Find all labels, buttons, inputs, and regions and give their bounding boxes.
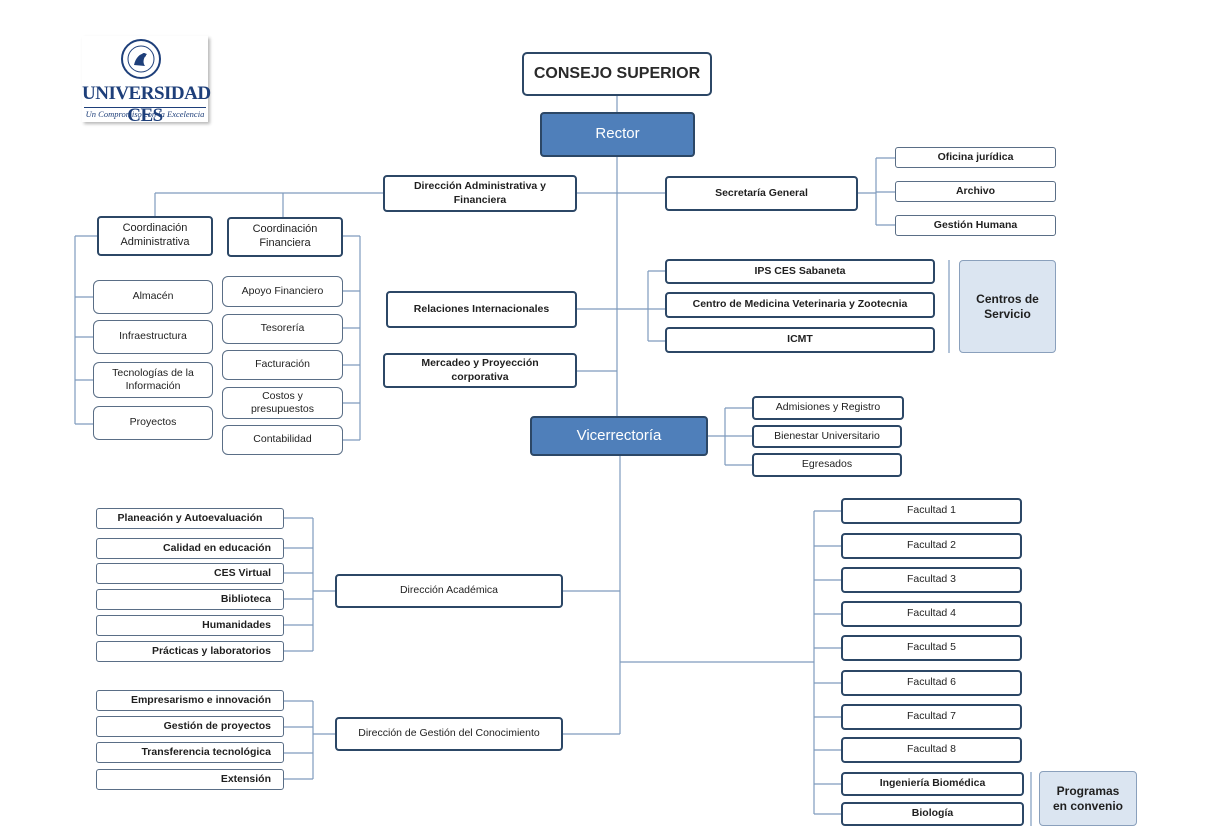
- programas-en-convenio-group: Programas en convenio: [1039, 771, 1137, 826]
- admin-item-proyectos: Proyectos: [93, 406, 213, 440]
- conocimiento-item-extension: Extensión: [96, 769, 284, 790]
- facultad-4-box: Facultad 4: [841, 601, 1022, 627]
- convenio-ingenieria-biomedica: Ingeniería Biomédica: [841, 772, 1024, 796]
- facultad-6-box: Facultad 6: [841, 670, 1022, 696]
- centros-de-servicio-group: Centros de Servicio: [959, 260, 1056, 353]
- direccion-gestion-conocimiento-box: Dirección de Gestión del Conocimiento: [335, 717, 563, 751]
- conocimiento-item-gestion-proyectos: Gestión de proyectos: [96, 716, 284, 737]
- direccion-academica-box: Dirección Académica: [335, 574, 563, 608]
- fin-item-costos: Costos y presupuestos: [222, 387, 343, 419]
- secretaria-item-oficina-juridica: Oficina jurídica: [895, 147, 1056, 168]
- facultad-2-box: Facultad 2: [841, 533, 1022, 559]
- facultad-3-box: Facultad 3: [841, 567, 1022, 593]
- secretaria-general-box: Secretaría General: [665, 176, 858, 211]
- servicio-ips-ces-sabaneta: IPS CES Sabaneta: [665, 259, 935, 284]
- vice-item-admisiones: Admisiones y Registro: [752, 396, 904, 420]
- academica-item-ces-virtual: CES Virtual: [96, 563, 284, 584]
- vice-item-egresados: Egresados: [752, 453, 902, 477]
- secretaria-item-gestion-humana: Gestión Humana: [895, 215, 1056, 236]
- facultad-8-box: Facultad 8: [841, 737, 1022, 763]
- university-seal-icon: [121, 39, 161, 79]
- conocimiento-item-empresarismo: Empresarismo e innovación: [96, 690, 284, 711]
- coordinacion-financiera-box: Coordinación Financiera: [227, 217, 343, 257]
- logo-tagline: Un Compromiso con la Excelencia: [84, 107, 206, 119]
- secretaria-item-archivo: Archivo: [895, 181, 1056, 202]
- facultad-7-box: Facultad 7: [841, 704, 1022, 730]
- fin-item-apoyo-financiero: Apoyo Financiero: [222, 276, 343, 307]
- academica-item-practicas: Prácticas y laboratorios: [96, 641, 284, 662]
- academica-item-planeacion: Planeación y Autoevaluación: [96, 508, 284, 529]
- academica-item-biblioteca: Biblioteca: [96, 589, 284, 610]
- universidad-ces-logo: UNIVERSIDAD CES Un Compromiso con la Exc…: [82, 36, 211, 126]
- servicio-centro-medicina-veterinaria: Centro de Medicina Veterinaria y Zootecn…: [665, 292, 935, 318]
- conocimiento-item-transferencia: Transferencia tecnológica: [96, 742, 284, 763]
- fin-item-contabilidad: Contabilidad: [222, 425, 343, 455]
- academica-item-calidad: Calidad en educación: [96, 538, 284, 559]
- fin-item-tesoreria: Tesorería: [222, 314, 343, 344]
- direccion-administrativa-box: Dirección Administrativa y Financiera: [383, 175, 577, 212]
- rector-box: Rector: [540, 112, 695, 157]
- admin-item-infraestructura: Infraestructura: [93, 320, 213, 354]
- logo-name: UNIVERSIDAD CES: [82, 83, 211, 126]
- admin-item-almacen: Almacén: [93, 280, 213, 314]
- servicio-icmt: ICMT: [665, 327, 935, 353]
- relaciones-internacionales-box: Relaciones Internacionales: [386, 291, 577, 328]
- admin-item-tecnologias: Tecnologías de la Información: [93, 362, 213, 398]
- facultad-5-box: Facultad 5: [841, 635, 1022, 661]
- facultad-1-box: Facultad 1: [841, 498, 1022, 524]
- mercadeo-box: Mercadeo y Proyección corporativa: [383, 353, 577, 388]
- vicerrectoria-box: Vicerrectoría: [530, 416, 708, 456]
- convenio-biologia: Biología: [841, 802, 1024, 826]
- fin-item-facturacion: Facturación: [222, 350, 343, 380]
- vice-item-bienestar: Bienestar Universitario: [752, 425, 902, 448]
- coordinacion-administrativa-box: Coordinación Administrativa: [97, 216, 213, 256]
- consejo-superior-box: CONSEJO SUPERIOR: [522, 52, 712, 96]
- academica-item-humanidades: Humanidades: [96, 615, 284, 636]
